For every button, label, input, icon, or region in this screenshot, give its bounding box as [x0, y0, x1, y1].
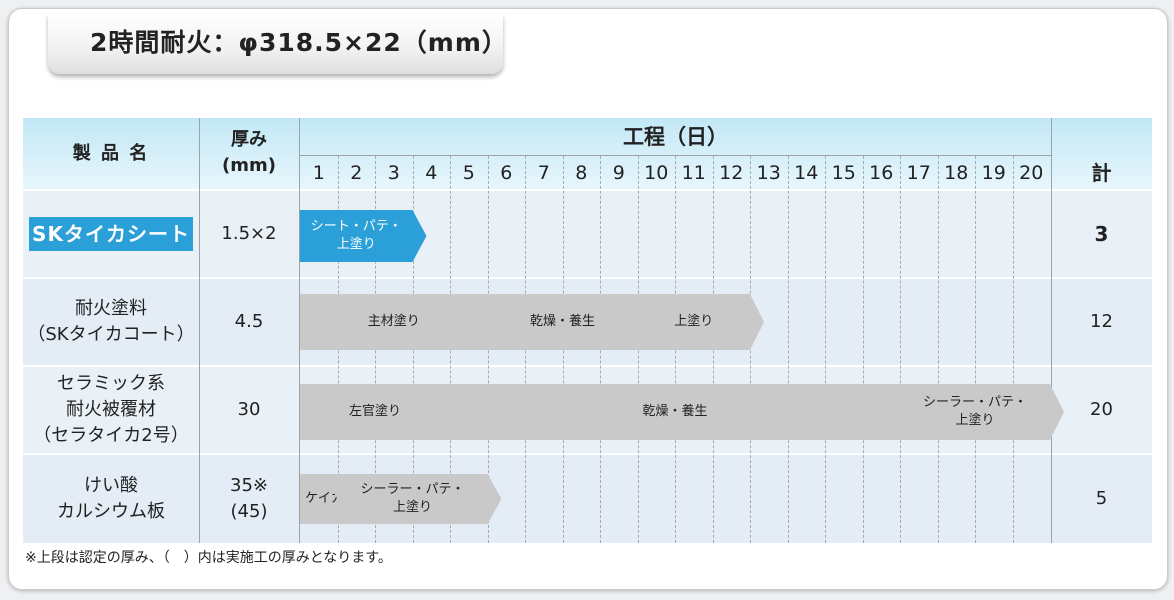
thickness-value: 1.5×2 [221, 223, 277, 244]
product-name-line: （SKタイカコート） [27, 324, 195, 345]
product-name-line: カルシウム板 [57, 500, 165, 522]
header-thickness: 厚み [231, 129, 267, 150]
thickness-certified: 35※ [230, 474, 268, 496]
column-divider [299, 118, 300, 543]
product-name-line: （セラタイカ2号） [33, 425, 189, 446]
day-number-5: 5 [462, 162, 475, 184]
day-number-18: 18 [944, 162, 969, 184]
row-divider [23, 453, 1152, 455]
day-number-8: 8 [575, 162, 588, 184]
process-bar: 乾燥・養生 [398, 384, 952, 440]
day-number-19: 19 [981, 162, 1006, 184]
process-bar: シーラー・パテ・上塗り [323, 474, 502, 524]
page-title: 2時間耐火：φ318.5×22（mm） [48, 14, 507, 74]
process-bar: シーラー・パテ・上塗り [886, 384, 1064, 440]
process-bar-label-line: 上塗り [955, 413, 995, 428]
thickness-value: 30 [237, 399, 261, 420]
product-name-ceramic: セラミック系 耐火被覆材 （セラタイカ2号） [23, 366, 199, 454]
column-divider [1051, 118, 1052, 543]
process-bar-label: 乾燥・養生 [642, 404, 708, 419]
day-number-1: 1 [312, 162, 325, 184]
table-row [23, 454, 1152, 543]
day-grid-line [937, 156, 939, 543]
row-divider [23, 365, 1152, 367]
day-grid-line [1012, 156, 1014, 543]
process-bar-label: 上塗り [674, 314, 714, 329]
day-grid-line [825, 156, 826, 543]
product-name-line: けい酸 [84, 474, 138, 496]
product-name-line: セラミック系 [57, 373, 165, 394]
process-bar-label: 乾燥・養生 [529, 314, 595, 329]
product-badge: SKタイカシート [29, 217, 193, 251]
day-number-15: 15 [831, 162, 856, 184]
day-number-17: 17 [906, 162, 931, 184]
day-number-16: 16 [869, 162, 894, 184]
product-name-sk-taika-sheet: SKタイカシート [23, 190, 199, 278]
total-days: 12 [1090, 311, 1113, 332]
day-grid-line [750, 156, 751, 543]
day-grid-line [862, 156, 864, 543]
product-name-line: 耐火被覆材 [66, 399, 156, 420]
day-number-11: 11 [681, 162, 706, 184]
product-name-sk-taika-coat: 耐火塗料 （SKタイカコート） [23, 278, 199, 366]
day-number-3: 3 [387, 162, 400, 184]
day-grid-line [900, 156, 901, 543]
thickness-value: 4.5 [234, 311, 264, 332]
product-name-calcium-silicate: けい酸 カルシウム板 [23, 454, 199, 543]
process-bar-label-line: 上塗り [336, 237, 376, 252]
footnote: ※上段は認定の厚み、（ ）内は実施工の厚みとなります。 [25, 550, 392, 566]
total-days: 20 [1090, 399, 1113, 420]
header-total: 計 [1091, 161, 1112, 185]
day-number-6: 6 [500, 162, 513, 184]
process-bar-label: 主材塗り [367, 314, 420, 329]
table-row [23, 190, 1152, 278]
header-thickness-unit: (mm) [222, 155, 276, 176]
total-days: 3 [1094, 222, 1109, 246]
process-bar-label: シート・パテ・上塗り [311, 218, 402, 254]
table-header [23, 118, 1152, 190]
day-grid-line [787, 156, 789, 543]
day-number-7: 7 [537, 162, 550, 184]
process-bar: 上塗り [623, 294, 764, 350]
header-process: 工程（日） [623, 125, 728, 149]
day-number-12: 12 [719, 162, 744, 184]
thickness-value: 35※ (45) [199, 454, 299, 543]
day-number-13: 13 [756, 162, 781, 184]
row-divider [23, 189, 1152, 191]
header-product: 製 品 名 [72, 143, 150, 164]
process-bar-label: 左官塗り [348, 404, 401, 419]
day-number-14: 14 [794, 162, 819, 184]
day-number-4: 4 [425, 162, 438, 184]
process-header-divider [300, 155, 1051, 156]
product-name-line: 耐火塗料 [75, 298, 147, 319]
total-days: 5 [1095, 487, 1108, 509]
process-bar: シート・パテ・上塗り [300, 210, 427, 262]
day-number-20: 20 [1019, 162, 1044, 184]
day-grid-line [975, 156, 976, 543]
process-bar-label-line: シーラー・パテ・ [360, 482, 465, 497]
process-bar-label-line: シーラー・パテ・ [922, 395, 1027, 410]
thickness-actual: (45) [230, 500, 268, 522]
day-number-2: 2 [350, 162, 363, 184]
day-number-10: 10 [644, 162, 669, 184]
row-divider [23, 277, 1152, 279]
process-bar-label: シーラー・パテ・上塗り [360, 481, 464, 517]
process-bar-label-line: シート・パテ・ [310, 219, 402, 234]
day-number-9: 9 [612, 162, 625, 184]
column-divider [199, 118, 200, 543]
schedule-table: 製 品 名 厚み (mm) 工程（日） 計 SKタイカシート 1.5×2 3 耐… [23, 118, 1152, 543]
process-bar-label-line: 上塗り [392, 500, 432, 515]
process-bar-label: シーラー・パテ・上塗り [923, 394, 1027, 430]
